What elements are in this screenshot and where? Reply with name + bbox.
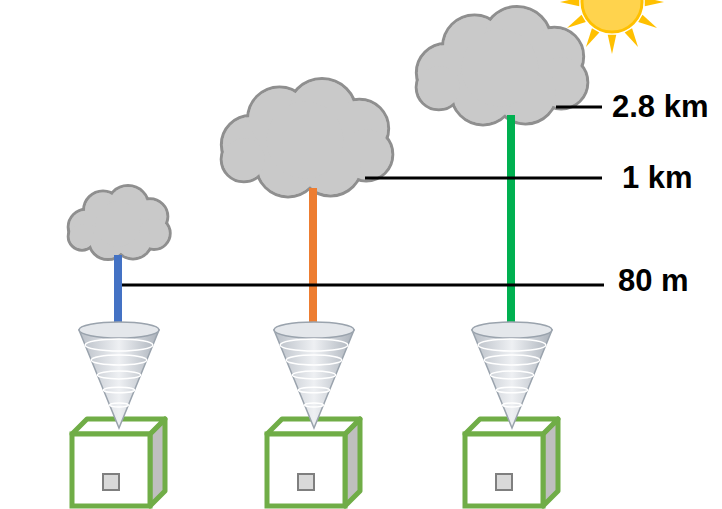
cone-ring xyxy=(286,355,342,365)
cone-ring xyxy=(490,371,533,379)
lidar-instrument xyxy=(267,322,360,506)
leader-line xyxy=(365,177,602,180)
box-window xyxy=(496,474,512,490)
sun-ray xyxy=(645,0,664,6)
cone-ring xyxy=(110,403,129,407)
cone-ring xyxy=(305,403,324,407)
instruments xyxy=(72,322,558,506)
sun-ray xyxy=(567,15,586,28)
lidar-cone xyxy=(472,330,552,428)
sun-disc xyxy=(582,0,642,32)
cone-ring xyxy=(503,403,522,407)
lidar-cone xyxy=(79,330,159,428)
cone-ring xyxy=(484,355,540,365)
leader-lines xyxy=(122,107,604,285)
cone-rim xyxy=(472,322,552,338)
cone-ring xyxy=(496,387,527,393)
sun-ray xyxy=(586,28,599,47)
cloud xyxy=(68,186,170,260)
height-label: 1 km xyxy=(622,161,693,195)
sun-ray xyxy=(625,28,638,47)
lidar-instrument xyxy=(72,322,165,506)
cone-ring xyxy=(298,387,329,393)
sun-ray xyxy=(638,15,657,28)
lidar-instrument xyxy=(465,322,558,506)
cone-rim xyxy=(79,322,159,338)
cone-ring xyxy=(292,371,335,379)
cone-ring xyxy=(478,339,546,351)
leader-line xyxy=(556,106,602,109)
box-window xyxy=(103,474,119,490)
leader-line xyxy=(122,284,604,287)
sun-ray xyxy=(560,0,579,6)
cloud-part xyxy=(95,201,141,247)
cloud-part xyxy=(462,30,539,107)
sun-ray xyxy=(608,35,617,54)
box-front xyxy=(72,434,150,506)
orange-beam xyxy=(309,188,317,334)
cone-ring xyxy=(280,339,348,351)
beams xyxy=(118,115,511,334)
box-front xyxy=(465,434,543,506)
cloud-part xyxy=(267,102,344,179)
cone-rim xyxy=(274,322,354,338)
cloud-part xyxy=(70,224,95,249)
box-window xyxy=(298,474,314,490)
cone-ring xyxy=(97,371,140,379)
cone-ring xyxy=(91,355,147,365)
cone-ring xyxy=(85,339,153,351)
box-front xyxy=(267,434,345,506)
cloud-part xyxy=(223,138,265,180)
green-beam xyxy=(507,115,515,334)
lidar-cone xyxy=(274,330,354,428)
cone-ring xyxy=(103,387,134,393)
height-label: 2.8 km xyxy=(612,90,709,124)
height-label: 80 m xyxy=(618,264,689,298)
cloud-part xyxy=(418,66,460,108)
